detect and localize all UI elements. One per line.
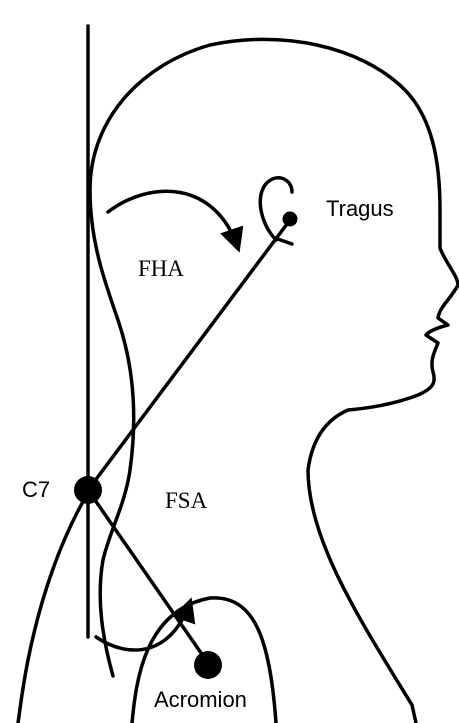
- tragus-label: Tragus: [326, 196, 394, 221]
- fha-angle-arrow: [106, 189, 244, 253]
- head-outline: [88, 37, 459, 723]
- ear-icon: [258, 176, 294, 242]
- fha-label: FHA: [138, 256, 184, 281]
- acromion-label: Acromion: [154, 687, 247, 712]
- back-shoulder-line: [16, 491, 90, 723]
- fsa-label: FSA: [165, 488, 208, 513]
- c7-label: C7: [22, 477, 50, 502]
- c7-acromion-line: [86, 488, 210, 665]
- c7-dot: [74, 476, 102, 504]
- fsa-angle-arrow: [94, 597, 196, 652]
- ear-tick: [273, 236, 294, 246]
- tragus-dot: [282, 211, 298, 227]
- c7-tragus-line: [86, 218, 292, 492]
- shoulder-outline: [130, 596, 278, 723]
- acromion-dot: [194, 651, 222, 679]
